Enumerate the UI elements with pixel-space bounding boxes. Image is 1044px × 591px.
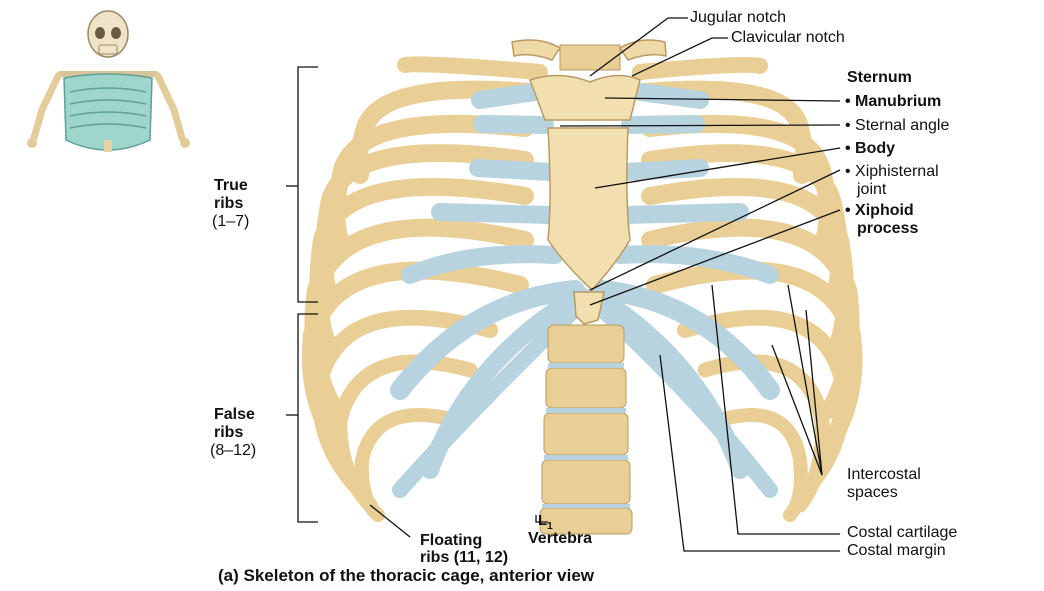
label-true-ribs-line1: True xyxy=(214,177,248,194)
label-xiphoid-line1: • Xiphoid xyxy=(845,202,914,219)
skeleton-inset xyxy=(27,10,190,152)
sternum xyxy=(529,74,641,325)
label-intercostal-line1: Intercostal xyxy=(847,466,921,483)
label-xiphoid-line2: process xyxy=(857,220,919,237)
label-jugular-notch: Jugular notch xyxy=(690,9,787,26)
label-costal-margin: Costal margin xyxy=(847,542,946,559)
label-sternal-angle: • Sternal angle xyxy=(845,117,950,134)
label-sternum: Sternum xyxy=(847,69,912,86)
label-l1: L1 xyxy=(538,512,553,536)
label-false-ribs-line1: False xyxy=(214,406,255,423)
vertebral-column xyxy=(539,44,633,535)
label-manubrium: • Manubrium xyxy=(845,93,942,110)
label-xiphisternal-line1: • Xiphisternal xyxy=(845,163,939,180)
label-l1-letter: L xyxy=(538,512,548,529)
label-intercostal-line2: spaces xyxy=(847,484,898,501)
label-false-ribs-line2: ribs xyxy=(214,424,244,441)
label-costal-cartilage: Costal cartilage xyxy=(847,524,958,541)
label-vertebra: Vertebra xyxy=(528,530,593,547)
label-false-ribs-line3: (8–12) xyxy=(210,442,257,459)
label-floating-ribs-word: ribs (11, 12) xyxy=(420,549,509,566)
label-floating-ribs-line2: ribs (11, 12) xyxy=(420,549,508,567)
ribs-right xyxy=(632,56,863,522)
label-true-ribs-line2: ribs xyxy=(214,195,244,212)
label-clavicular-notch: Clavicular notch xyxy=(731,29,845,46)
leader-lines xyxy=(286,17,841,552)
label-true-ribs-line3: (1–7) xyxy=(212,213,250,230)
label-xiphisternal-line2: joint xyxy=(857,181,887,198)
label-body: • Body xyxy=(845,140,896,157)
label-l1-subscript: 1 xyxy=(547,521,553,532)
label-floating-ribs-line1: Floating xyxy=(420,532,483,549)
figure-caption: (a) Skeleton of the thoracic cage, anter… xyxy=(218,566,594,585)
